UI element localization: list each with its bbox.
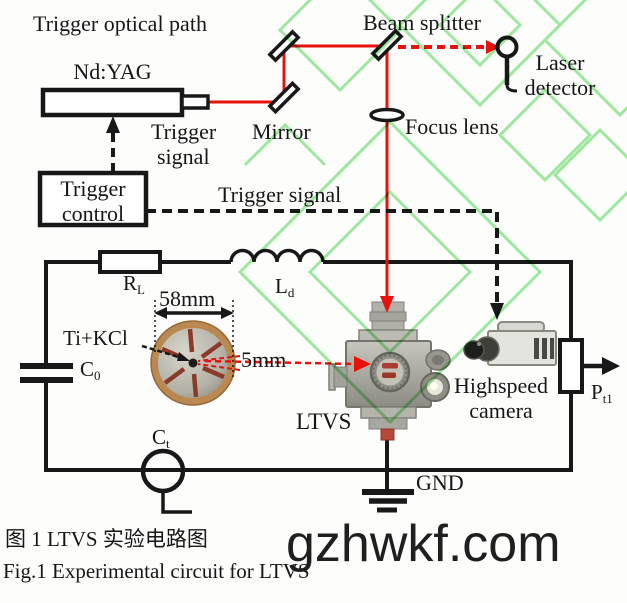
beam-splitter-label: Beam splitter [363,10,481,35]
laser-detector-label: Laser detector [524,50,596,101]
probe-resistor-symbol [558,338,584,394]
material-label: Ti+KCl [63,326,128,350]
electrode-center-hole [188,358,198,368]
current-transformer-ct-symbol [140,448,192,514]
trigger-signal-lines [37,116,504,320]
rl-label: RL [123,271,145,297]
ndyag-laser-body [40,87,185,118]
mirror-lower [267,80,301,115]
ndyag-laser-nozzle [180,94,210,110]
diameter-58mm-label: 58mm [159,286,216,311]
mirror-upper [267,29,301,63]
ground-symbol [362,438,414,513]
caption-english: Fig.1 Experimental circuit for LTVS [3,559,310,583]
ltvs-viewport [369,351,411,393]
circuit-wiring [20,248,620,514]
electrode-photo [150,320,236,406]
resistor-rl-symbol [98,250,162,274]
focus-lens-symbol [369,107,405,123]
c0-label: C0 [80,357,101,383]
gnd-label: GND [416,470,464,495]
ltvs-bottom-terminal [380,428,395,441]
ld-label: Ld [275,274,295,300]
highspeed-camera-photo [463,321,557,366]
gap-5mm-label: 5mm [241,347,287,372]
watermark-pattern [237,0,627,425]
optical-path [40,28,519,313]
material-pointer-arrow [141,344,190,361]
electrode-slots [161,328,225,398]
caption-chinese: 图 1 LTVS 实验电路图 [5,527,208,551]
capacitor-c0-symbol [20,363,73,383]
pt1-label: Pt1 [591,380,613,406]
ct-label: Ct [152,425,170,451]
trigger-control-box [37,170,149,228]
watermark-text: gzhwkf.com [286,515,561,573]
trigger-signal-label-2: Trigger signal [218,182,342,207]
ltvs-device-photo [328,301,451,441]
highspeed-camera-label: Highspeed camera [453,373,549,424]
trigger-signal-label-1: Trigger signal [151,119,217,170]
trigger-control-label: Trigger control [60,176,126,227]
ndyag-label: Nd:YAG [73,59,152,84]
mirror-label: Mirror [252,119,311,144]
pt1-output-arrow [582,357,620,375]
figure-title: Trigger optical path [33,11,207,36]
laser-beam-arrowhead [380,296,394,313]
trigger-line-to-camera [146,209,499,303]
ltvs-label: LTVS [296,409,352,434]
focus-lens-label: Focus lens [405,114,499,139]
inductor-symbol [229,248,325,263]
dimension-58mm [154,300,234,380]
